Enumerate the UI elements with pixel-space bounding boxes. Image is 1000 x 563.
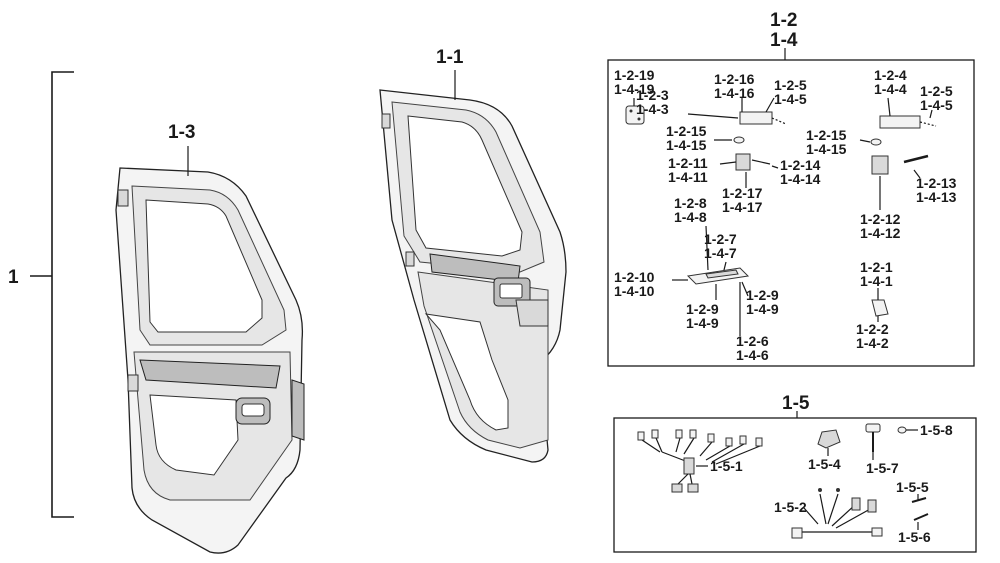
label-p-1-2-17: 1-2-17 (722, 185, 763, 201)
label-p-1-2-16: 1-2-16 (714, 71, 755, 87)
label-p-1-4-15a: 1-4-15 (666, 137, 707, 153)
label-p-1-5-8: 1-5-8 (920, 422, 953, 438)
label-box-a-top: 1-2 (770, 10, 797, 31)
label-p-1-4-17: 1-4-17 (722, 199, 763, 215)
label-p-1-2-7: 1-2-7 (704, 231, 737, 247)
label-p-1-2-2: 1-2-2 (856, 321, 889, 337)
label-p-1-5-4: 1-5-4 (808, 456, 841, 472)
label-p-1-4-19: 1-4-19 (614, 81, 655, 97)
label-p-1-4-5a: 1-4-5 (774, 91, 807, 107)
label-p-1-4-15b: 1-4-15 (806, 141, 847, 157)
hardware-labels: 1-2-19 1-4-19 1-2-16 1-4-16 1-2-5 1-4-5 … (614, 67, 957, 363)
label-p-1-4-16: 1-4-16 (714, 85, 755, 101)
hardware-parts (625, 105, 937, 317)
label-p-1-2-19: 1-2-19 (614, 67, 655, 83)
label-p-1-5-2: 1-5-2 (774, 499, 807, 515)
label-p-1-2-5a: 1-2-5 (774, 77, 807, 93)
label-p-1-5-1: 1-5-1 (710, 458, 743, 474)
label-p-1-2-15b: 1-2-15 (806, 127, 847, 143)
hardware-box (607, 59, 975, 367)
label-p-1-4-13: 1-4-13 (916, 189, 957, 205)
label-p-1-4-12: 1-4-12 (860, 225, 901, 241)
label-p-1-4-7: 1-4-7 (704, 245, 737, 261)
label-p-1-2-11: 1-2-11 (668, 155, 708, 171)
label-p-1-4-11: 1-4-11 (668, 169, 708, 185)
label-p-1-2-9a: 1-2-9 (686, 301, 719, 317)
label-assembly: 1 (8, 267, 19, 288)
label-p-1-4-6: 1-4-6 (736, 347, 769, 363)
label-p-1-4-10: 1-4-10 (614, 283, 655, 299)
label-p-1-5-5: 1-5-5 (896, 479, 929, 495)
label-p-1-5-6: 1-5-6 (898, 529, 931, 545)
label-p-1-4-2: 1-4-2 (856, 335, 889, 351)
label-p-1-2-4: 1-2-4 (874, 67, 907, 83)
label-p-1-2-10: 1-2-10 (614, 269, 655, 285)
label-door-right: 1-1 (436, 47, 464, 68)
label-p-1-2-15a: 1-2-15 (666, 123, 707, 139)
label-p-1-4-8: 1-4-8 (674, 209, 707, 225)
assembly-bracket (30, 71, 74, 518)
label-p-1-2-5b: 1-2-5 (920, 83, 953, 99)
label-p-1-5-7: 1-5-7 (866, 460, 899, 476)
label-p-1-2-6: 1-2-6 (736, 333, 769, 349)
label-p-1-2-13: 1-2-13 (916, 175, 957, 191)
label-box-a-bottom: 1-4 (770, 30, 798, 51)
label-p-1-2-8: 1-2-8 (674, 195, 707, 211)
label-p-1-4-1: 1-4-1 (860, 273, 893, 289)
label-box-b: 1-5 (782, 393, 810, 414)
label-p-1-4-3: 1-4-3 (636, 101, 669, 117)
label-p-1-2-3: 1-2-3 (636, 87, 669, 103)
label-p-1-4-9a: 1-4-9 (686, 315, 719, 331)
label-door-left: 1-3 (168, 122, 195, 143)
label-p-1-4-4: 1-4-4 (874, 81, 907, 97)
label-p-1-4-9b: 1-4-9 (746, 301, 779, 317)
label-p-1-4-5b: 1-4-5 (920, 97, 953, 113)
door-right-drawing (379, 89, 567, 463)
wiring-labels: 1-5-8 1-5-1 1-5-4 1-5-7 1-5-5 1-5-2 1-5-… (710, 422, 953, 545)
door-left-drawing (115, 167, 305, 554)
wiring-leaders (696, 429, 919, 530)
label-p-1-4-14: 1-4-14 (780, 171, 821, 187)
hardware-leaders (633, 97, 933, 336)
label-p-1-2-1: 1-2-1 (860, 259, 893, 275)
wiring-parts (637, 423, 929, 539)
label-p-1-2-12: 1-2-12 (860, 211, 901, 227)
label-p-1-2-14: 1-2-14 (780, 157, 821, 173)
label-p-1-2-9b: 1-2-9 (746, 287, 779, 303)
